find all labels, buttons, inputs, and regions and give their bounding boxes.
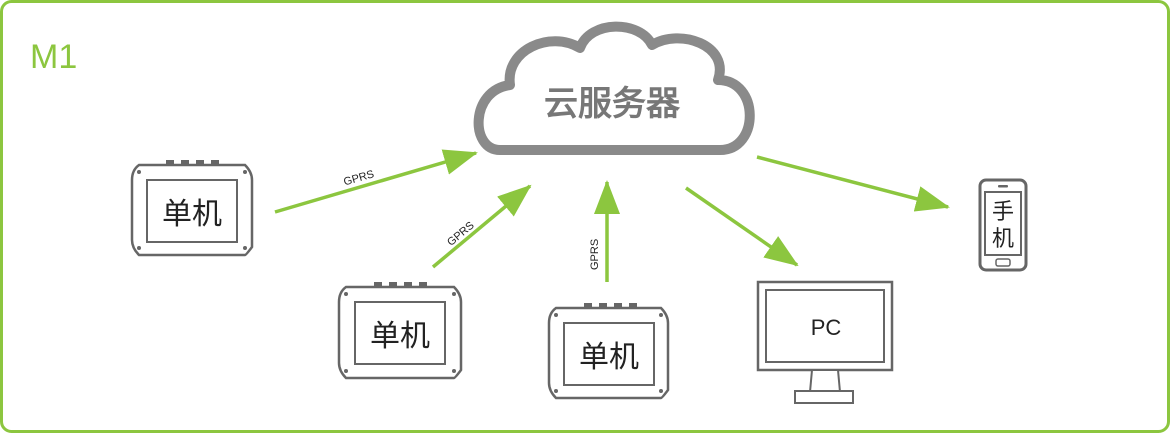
monitor-icon — [756, 280, 894, 404]
phone-label-line1: 手 — [992, 200, 1014, 225]
device-1: 单机 — [130, 160, 254, 257]
device-3: 单机 — [547, 303, 670, 400]
phone-label-line2: 机 — [992, 227, 1014, 252]
device-icon — [337, 282, 463, 380]
device-label: 单机 — [370, 319, 430, 354]
device-icon — [547, 303, 670, 400]
phone: 手 机 — [978, 178, 1028, 272]
arrow-device1-to-cloud — [274, 149, 478, 214]
phone-icon — [978, 178, 1028, 272]
cloud-label: 云服务器 — [544, 84, 681, 124]
pc-label: PC — [811, 315, 842, 340]
arrow-cloud-to-phone — [756, 155, 950, 212]
frame-label: M1 — [30, 38, 77, 76]
pc: PC — [756, 280, 894, 404]
arrow-device2-to-cloud — [431, 184, 532, 269]
device-icon — [130, 160, 254, 257]
device-2: 单机 — [337, 282, 463, 380]
arrows — [274, 149, 950, 282]
device-label: 单机 — [162, 197, 222, 232]
arrow-cloud-to-pc — [685, 186, 799, 267]
cloud-icon: 云服务器 — [473, 21, 755, 155]
device-label: 单机 — [579, 340, 639, 375]
link-label-gprs-3: GPRS — [589, 239, 601, 270]
